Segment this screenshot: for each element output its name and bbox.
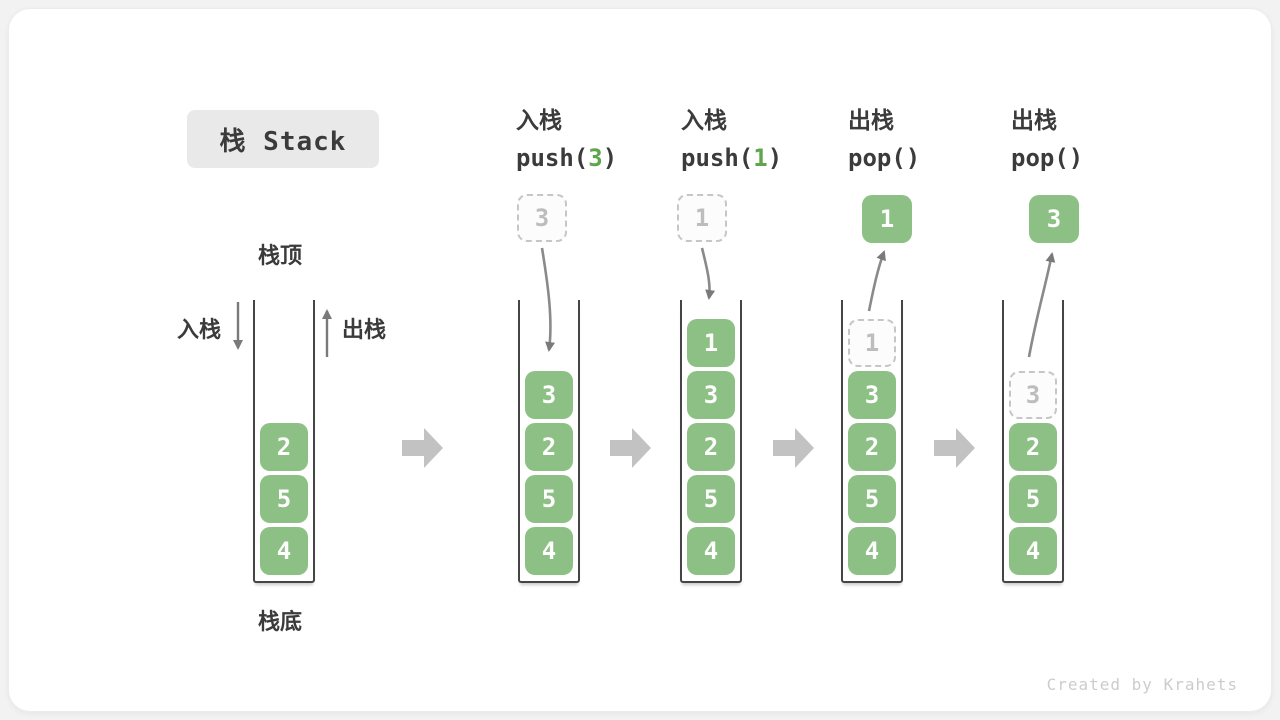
stack-cell-ghost: 3 (1009, 371, 1057, 419)
stack-cell: 4 (848, 527, 896, 575)
op-code-label: pop() (1011, 143, 1181, 173)
stack-cell: 2 (525, 423, 573, 471)
op-header-pop-1: 出栈 pop() (848, 106, 1018, 173)
code-pre: pop() (1011, 144, 1084, 172)
op-cn-label: 入栈 (516, 108, 562, 134)
op-code-label: pop() (848, 143, 1018, 173)
code-post: ) (767, 144, 783, 172)
code-pre: push( (681, 144, 754, 172)
title-badge: 栈 Stack (187, 110, 379, 168)
stack-cell-ghost: 1 (848, 319, 896, 367)
stack-cell: 2 (687, 423, 735, 471)
code-arg: 3 (588, 144, 603, 172)
op-code-label: push(1) (681, 143, 851, 173)
pop-side-label: 出栈 (342, 318, 387, 343)
stack-cell: 4 (1009, 527, 1057, 575)
stack-cell: 1 (687, 319, 735, 367)
code-pre: push( (516, 144, 589, 172)
push-side-label: 入栈 (177, 318, 222, 343)
op-code-label: push(3) (516, 143, 686, 173)
popped-value-box: 3 (1029, 195, 1079, 243)
op-cn-label: 入栈 (681, 108, 727, 134)
code-pre: pop() (848, 144, 921, 172)
op-header-pop-3: 出栈 pop() (1011, 106, 1181, 173)
op-header-push-3: 入栈 push(3) (516, 106, 686, 173)
stack-cell: 2 (848, 423, 896, 471)
code-arg: 1 (753, 144, 768, 172)
stack-cell: 2 (1009, 423, 1057, 471)
stack-cell: 4 (260, 527, 308, 575)
op-header-push-1: 入栈 push(1) (681, 106, 851, 173)
stack-top-label: 栈顶 (258, 244, 303, 269)
stack-cell: 4 (525, 527, 573, 575)
code-post: ) (602, 144, 618, 172)
stack-cell: 3 (525, 371, 573, 419)
title-text: 栈 Stack (219, 126, 347, 157)
incoming-value-box: 3 (517, 194, 567, 242)
stack-cell: 2 (260, 423, 308, 471)
stack-bottom-label: 栈底 (258, 610, 303, 635)
stack-cell: 5 (1009, 475, 1057, 523)
stack-cell: 5 (525, 475, 573, 523)
credit-text: Created by Krahets (1046, 675, 1238, 694)
stack-cell: 5 (260, 475, 308, 523)
op-cn-label: 出栈 (848, 108, 894, 134)
op-cn-label: 出栈 (1011, 108, 1057, 134)
stack-cell: 4 (687, 527, 735, 575)
stack-cell: 5 (848, 475, 896, 523)
popped-value-box: 1 (862, 195, 912, 243)
stack-cell: 3 (687, 371, 735, 419)
stack-cell: 5 (687, 475, 735, 523)
stack-cell: 3 (848, 371, 896, 419)
incoming-value-box: 1 (677, 194, 727, 242)
